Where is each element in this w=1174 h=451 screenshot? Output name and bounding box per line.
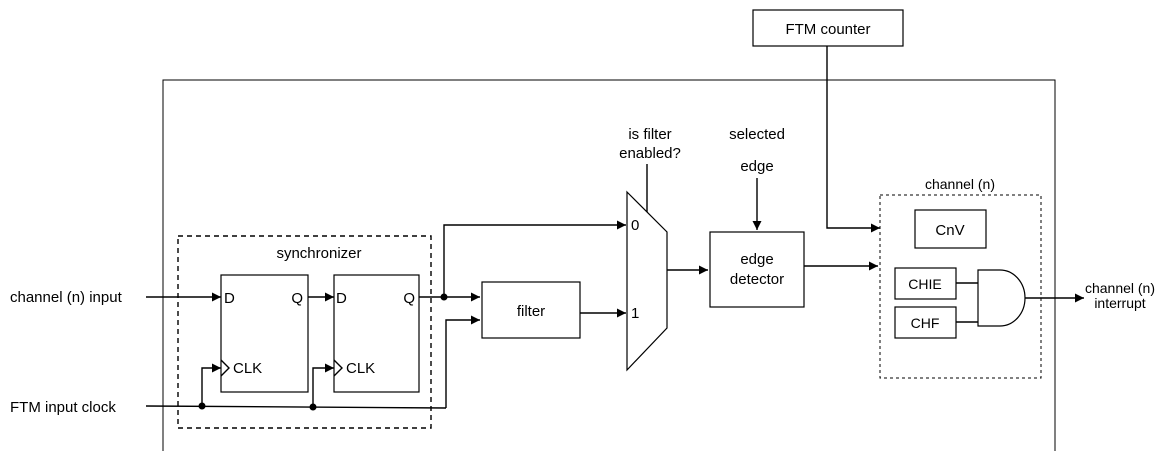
ff2-clock-notch [333, 359, 343, 377]
chf-register [894, 306, 957, 339]
channel-input-label: channel (n) input [10, 289, 123, 306]
edge-detector-label-line2: detector [730, 271, 784, 288]
and-gate [977, 269, 1026, 327]
selected-edge-label-line1: selected [729, 126, 785, 143]
filter-box [481, 281, 581, 339]
edge-detector-box [709, 231, 805, 308]
filter-enabled-label-line1: is filter [628, 126, 671, 143]
input-clock-wire [145, 405, 447, 409]
mux-input-1: 1 [631, 305, 639, 322]
ff1-q-label: Q [291, 290, 303, 307]
filter-enabled-label-line2: enabled? [619, 145, 681, 162]
chf-label: CHF [911, 315, 940, 331]
channel-group [879, 194, 1042, 379]
selected-edge-label-line2: edge [740, 158, 773, 175]
chie-label: CHIE [908, 276, 941, 292]
flip-flop-1 [220, 274, 309, 393]
counter-to-cnv-wire [826, 46, 880, 233]
ff1-clock-wire [201, 363, 221, 406]
ff1-clock-notch [220, 359, 230, 377]
ff2-clk-label: CLK [346, 360, 375, 377]
module-boundary [162, 79, 1056, 451]
ff1-clk-label: CLK [233, 360, 262, 377]
ff1-d-label: D [224, 290, 235, 307]
edge-detector-label-line1: edge [740, 251, 773, 268]
ff2-d-label: D [336, 290, 347, 307]
clock-to-filter-wire [445, 315, 480, 408]
ftm-counter-box [752, 9, 904, 47]
ff2-q-label: Q [403, 290, 415, 307]
synchronizer-label: synchronizer [276, 245, 361, 262]
interrupt-label-line2: interrupt [1094, 295, 1145, 311]
cnv-register [914, 209, 987, 249]
cnv-label: CnV [935, 222, 964, 239]
channel-group-label: channel (n) [925, 176, 995, 192]
synchronizer-group [177, 235, 432, 429]
interrupt-label-line1: channel (n) [1085, 280, 1155, 296]
flip-flop-2 [333, 274, 420, 393]
mux-shape [626, 190, 668, 372]
filter-label: filter [517, 303, 545, 320]
ff2-clock-wire [312, 363, 334, 407]
input-clock-label: FTM input clock [10, 399, 116, 416]
ftm-counter-label: FTM counter [785, 21, 870, 38]
sync-to-mux0-wire [443, 220, 626, 297]
mux-input-0: 0 [631, 217, 639, 234]
